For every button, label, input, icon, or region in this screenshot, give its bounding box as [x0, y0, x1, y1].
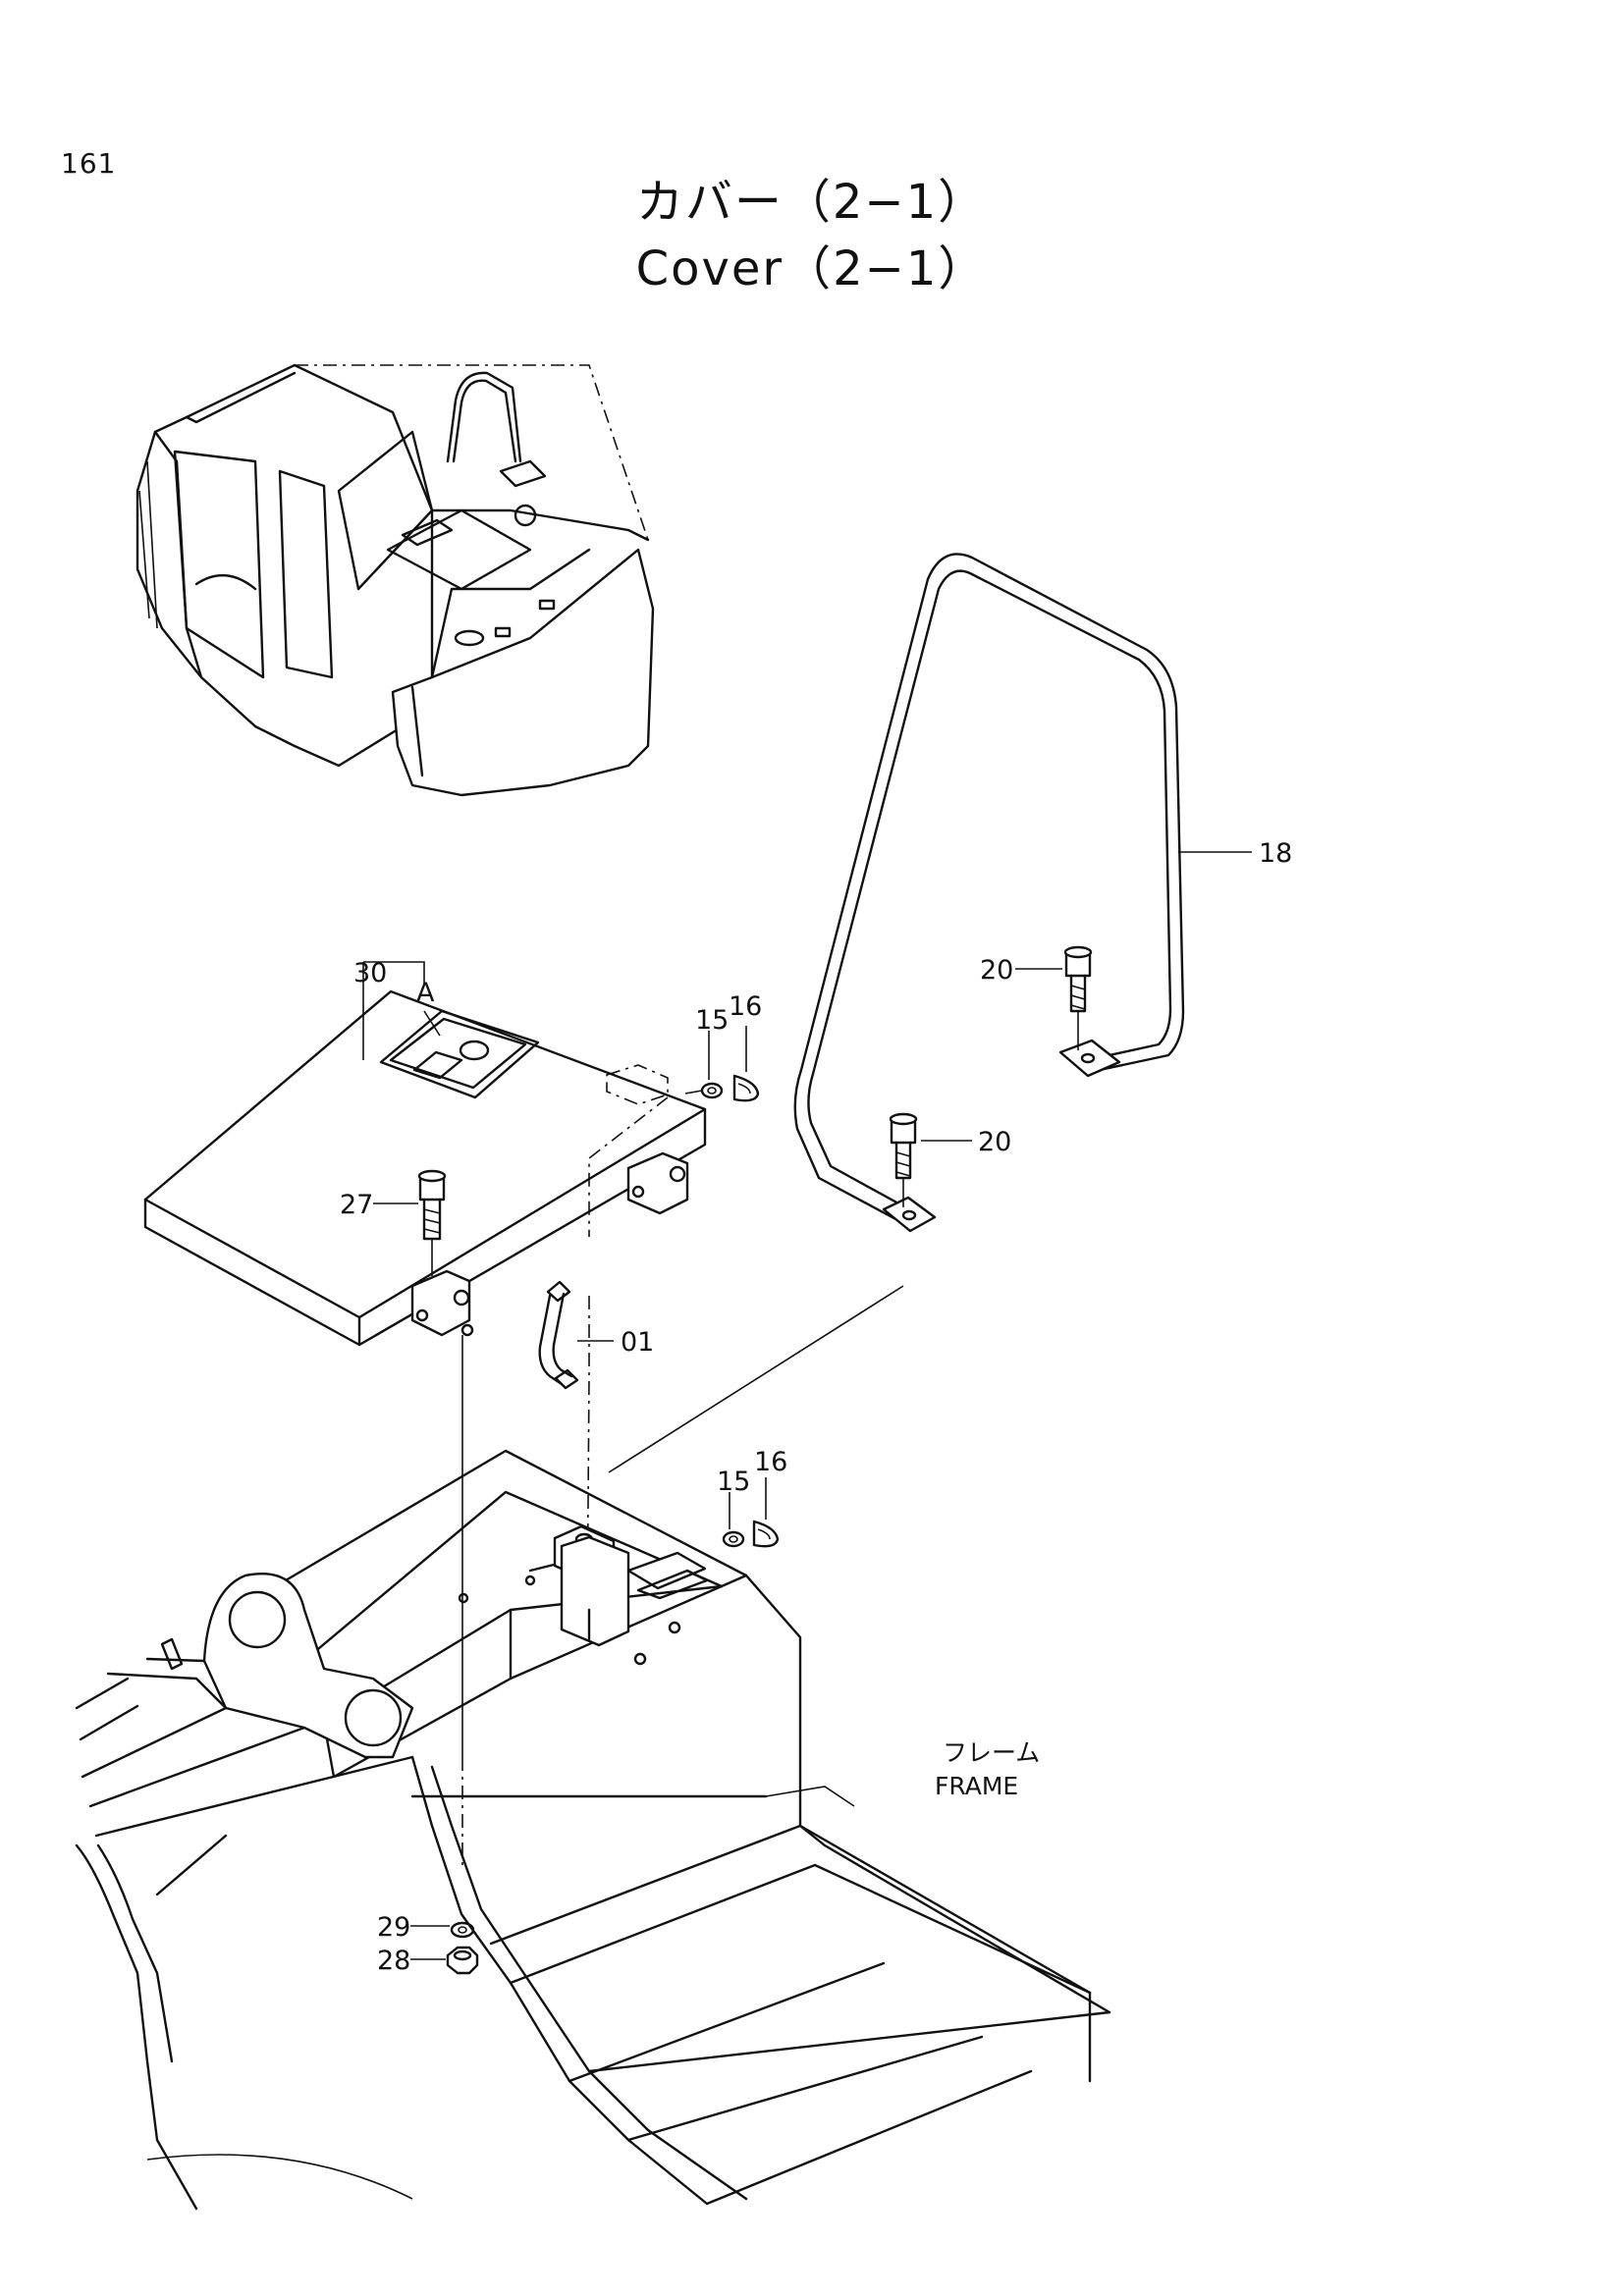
- handle-01-icon: [538, 1280, 579, 1390]
- hinge-front: [410, 1269, 474, 1337]
- frame-structure: [75, 1449, 1111, 2211]
- callout-28: 28: [377, 1946, 410, 1976]
- washer-15-top-icon: [700, 1082, 724, 1099]
- frame-label-en: FRAME: [935, 1772, 1018, 1800]
- bolt-20-lower-icon: [889, 1112, 918, 1180]
- callout-A: A: [416, 978, 435, 1008]
- callout-16-bottom: 16: [754, 1447, 787, 1477]
- callout-01: 01: [621, 1327, 654, 1358]
- callout-15-top: 15: [695, 1005, 729, 1036]
- callout-29: 29: [377, 1912, 410, 1943]
- callout-30: 30: [353, 958, 387, 988]
- frame-label-jp: フレーム: [943, 1738, 1040, 1767]
- callout-18: 18: [1259, 838, 1292, 869]
- callout-20-lower: 20: [978, 1127, 1011, 1157]
- hinge-rear: [626, 1151, 689, 1215]
- bolt-27-icon: [417, 1169, 447, 1241]
- bolt-20-upper-icon: [1063, 945, 1093, 1013]
- callout-20-upper: 20: [980, 955, 1013, 986]
- nut-28-icon: [446, 1946, 479, 1975]
- pin-16-top-icon: [732, 1074, 760, 1102]
- cover-assembly: [143, 989, 707, 1347]
- washer-29-icon: [450, 1921, 475, 1939]
- page-number: 161: [61, 147, 117, 180]
- handrail-18-icon: [793, 553, 1185, 1233]
- callout-leaders: [362, 851, 1252, 1960]
- washer-15-bottom-icon: [722, 1530, 745, 1548]
- callout-16-top: 16: [729, 991, 762, 1022]
- page-title-jp: カバー（2−1）: [635, 175, 988, 230]
- callout-27: 27: [340, 1190, 373, 1220]
- pin-16-bottom-icon: [752, 1520, 780, 1548]
- callout-15-bottom: 15: [717, 1467, 750, 1497]
- excavator-overview: [135, 363, 655, 797]
- page-title-en: Cover（2−1）: [635, 241, 988, 296]
